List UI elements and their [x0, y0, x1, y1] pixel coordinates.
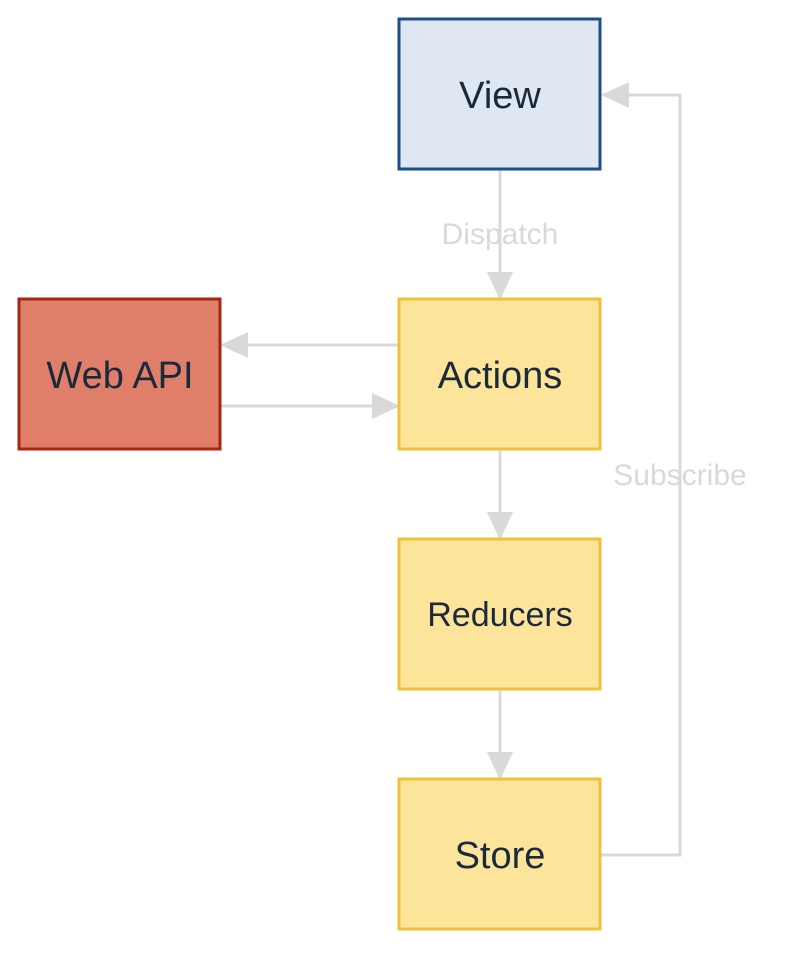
node-actions: Actions — [397, 297, 602, 451]
node-reducers-label: Reducers — [427, 596, 573, 634]
node-view-box — [397, 17, 602, 171]
node-actions-label: Actions — [438, 355, 563, 397]
node-web-api-label: Web API — [46, 355, 193, 397]
node-store: Store — [397, 777, 602, 931]
node-store-label: Store — [455, 835, 546, 877]
node-actions-box — [397, 297, 602, 451]
node-view: View — [397, 17, 602, 171]
subscribe-label: Subscribe — [613, 459, 746, 492]
node-store-box — [397, 777, 602, 931]
node-web-api-box — [17, 297, 222, 451]
node-web-api: Web API — [17, 297, 222, 451]
edges — [220, 82, 682, 857]
node-reducers: Reducers — [397, 537, 602, 691]
dispatch-label: Dispatch — [442, 218, 559, 251]
node-view-label: View — [459, 75, 541, 117]
edge-store-to-view — [601, 82, 682, 857]
node-reducers-box — [397, 537, 602, 691]
